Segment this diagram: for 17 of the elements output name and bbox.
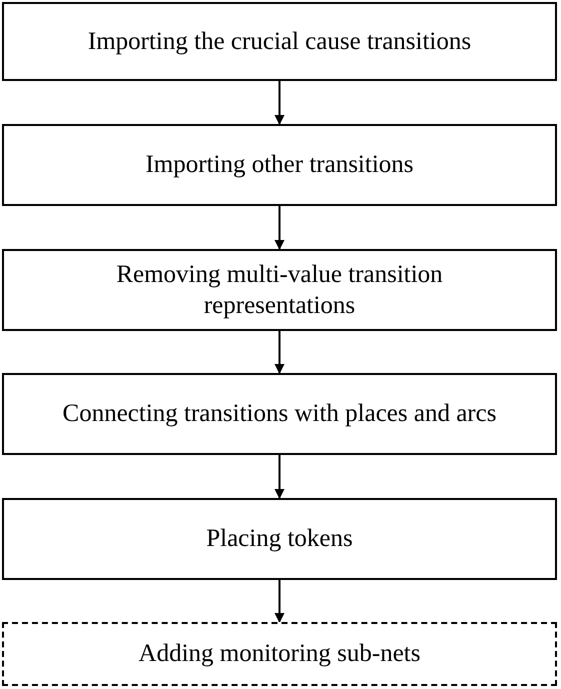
arrow	[274, 455, 284, 499]
step-label: Importing other transitions	[145, 150, 414, 180]
arrow	[274, 580, 284, 623]
optional-process-box	[2, 622, 557, 686]
step-label: Removing multi-value transition representations	[115, 260, 444, 321]
step-label: Placing tokens	[206, 524, 353, 554]
step-label: Importing the crucial cause transitions	[88, 26, 472, 57]
process-box	[2, 124, 557, 206]
arrow	[274, 81, 284, 125]
step-label: Connecting transitions with places and arcs	[62, 399, 496, 430]
process-box	[2, 249, 557, 331]
step-label: Adding monitoring sub-nets	[138, 639, 420, 670]
process-box	[2, 373, 557, 455]
arrow	[274, 206, 284, 250]
arrow	[274, 331, 284, 374]
process-box	[2, 498, 557, 580]
process-box	[2, 2, 557, 81]
